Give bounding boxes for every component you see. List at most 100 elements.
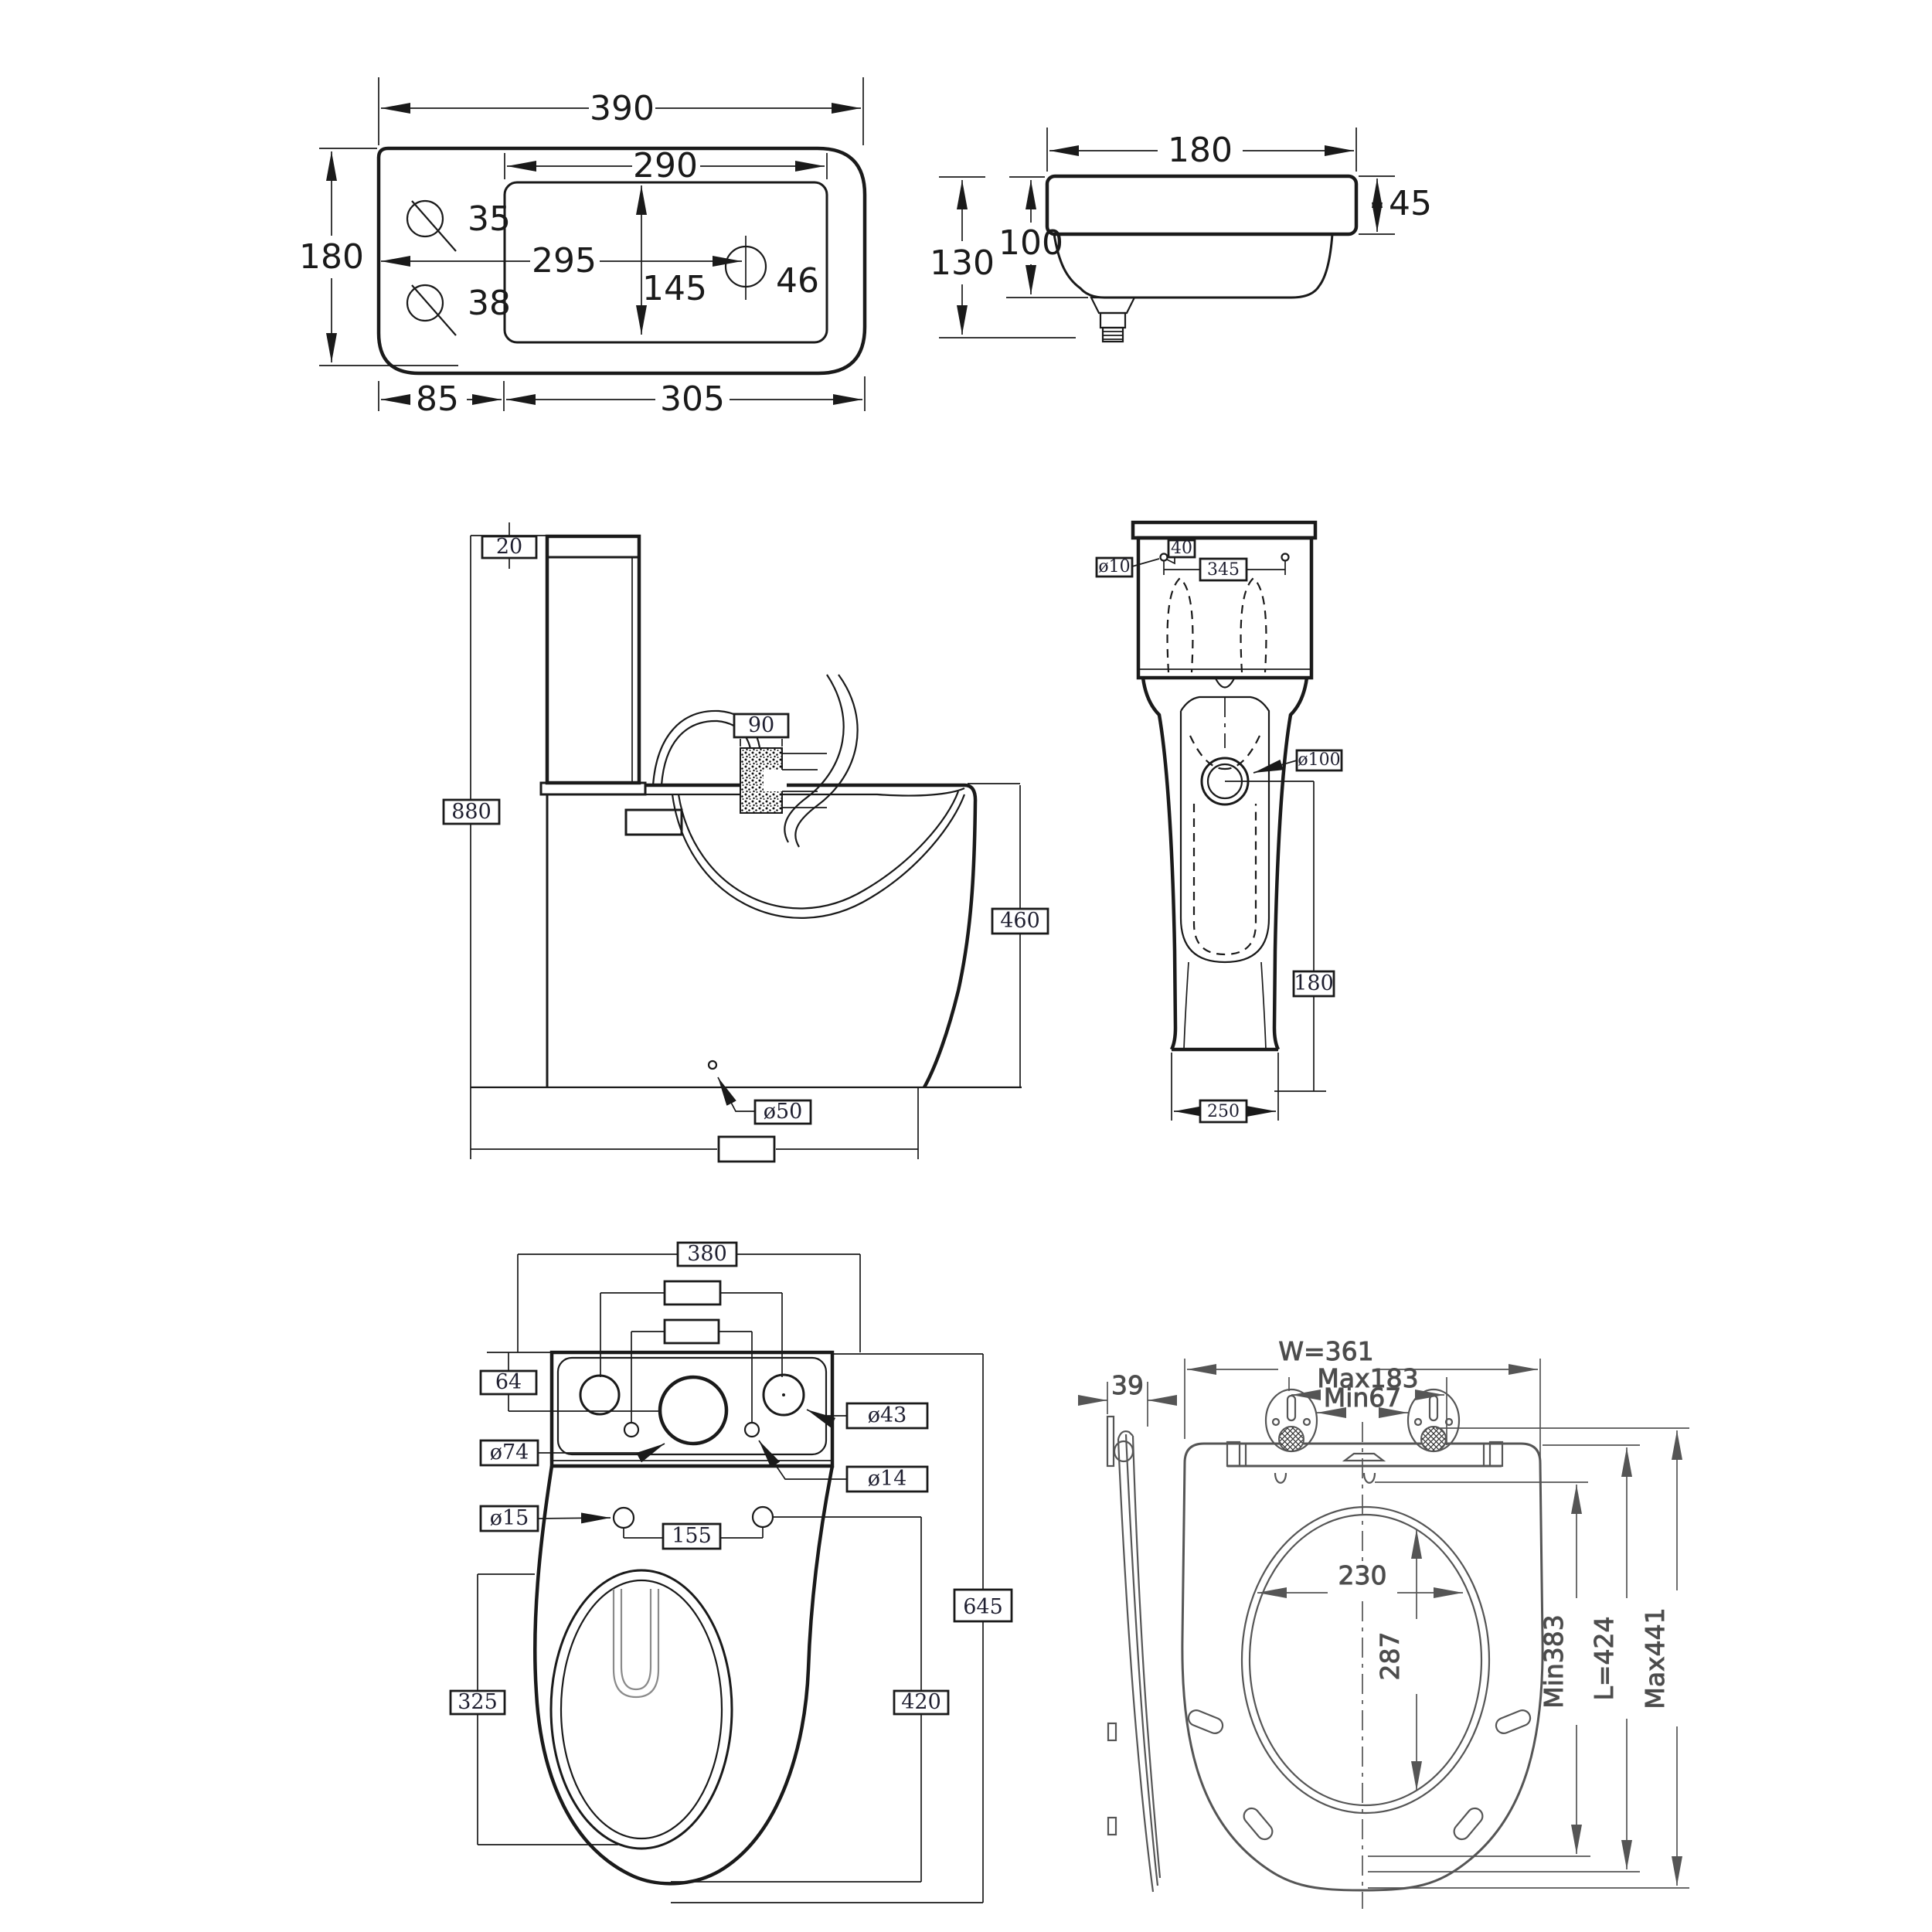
deck-hole-right xyxy=(762,1373,805,1417)
sink-rim-profile xyxy=(1045,174,1359,236)
dim-length: L=424 xyxy=(1589,1616,1619,1700)
deck-hole-small-left xyxy=(623,1421,640,1438)
label-box-90 xyxy=(733,713,790,739)
cistern-profile xyxy=(545,534,641,785)
dim-side-hole: ø43 xyxy=(868,1403,907,1427)
sink-side-view: 180 45 100 130 xyxy=(930,128,1432,343)
label-box-460 xyxy=(991,907,1049,935)
fixing-hole-left xyxy=(1159,553,1168,562)
dim-tank-width: 380 xyxy=(687,1242,727,1266)
dim-faucet-offset: 295 xyxy=(532,241,597,281)
dim-rim-height: 45 xyxy=(1389,184,1432,223)
deck-hole-center xyxy=(658,1375,729,1446)
seat-side-view: 39 xyxy=(1078,1370,1177,1893)
sink-bowl-profile xyxy=(1053,233,1334,299)
dim-outlet-diameter: ø50 xyxy=(764,1100,803,1124)
dim-basin-width: 290 xyxy=(633,146,698,185)
flush-jet xyxy=(612,1589,660,1699)
dim-bolt-hole: ø15 xyxy=(490,1506,529,1530)
hole-38-icon xyxy=(406,284,457,336)
dim-hole-offset: 40 xyxy=(1171,539,1192,558)
dim-hole-38: 38 xyxy=(468,284,511,323)
label-box-180 xyxy=(1292,970,1335,998)
pedestal-left xyxy=(1141,677,1178,1051)
toilet-side-view: 20 880 90 xyxy=(442,522,1049,1163)
dim-sink-depth: 180 xyxy=(299,237,364,277)
dim-total-length: 645 xyxy=(963,1595,1003,1619)
seat-opening-outer xyxy=(1240,1505,1491,1815)
dim-edge-offset: 85 xyxy=(416,379,459,419)
drain-fitting xyxy=(1090,296,1136,343)
label-box-empty-1 xyxy=(663,1280,722,1306)
bowl-rim-inner xyxy=(560,1579,723,1840)
cistern-body xyxy=(1136,536,1314,680)
dim-total-height: 130 xyxy=(930,243,995,283)
dim-bowl-length: 420 xyxy=(901,1690,941,1714)
dim-deck-offset: 64 xyxy=(495,1370,522,1394)
faucet-hole-icon xyxy=(724,236,767,300)
label-box-d15 xyxy=(479,1505,539,1532)
hinge-right xyxy=(1406,1388,1461,1453)
label-box-empty-2 xyxy=(663,1318,720,1345)
hole-35-icon xyxy=(406,199,457,252)
hinge-left xyxy=(1264,1388,1318,1453)
toilet-top-view: 380 64 ø74 ø43 xyxy=(449,1241,1013,1903)
dim-hole-spacing: 345 xyxy=(1207,560,1240,580)
cistern-lid xyxy=(1131,520,1318,540)
dim-faucet-hole: 46 xyxy=(776,261,819,301)
tank-outline xyxy=(549,1350,835,1468)
deck-hole-small-right xyxy=(743,1421,760,1438)
label-box-50 xyxy=(753,1099,812,1125)
label-box-880 xyxy=(442,798,501,825)
dim-total-height: 880 xyxy=(451,800,492,824)
bowl-rim-outer xyxy=(549,1569,733,1850)
label-box-250 xyxy=(1199,1099,1248,1124)
seat-views: 39 xyxy=(1078,1336,1689,1909)
fixing-hole-right xyxy=(1281,553,1290,562)
seat-opening-inner xyxy=(1248,1513,1483,1807)
label-box-empty-bottom xyxy=(717,1135,776,1163)
dim-length-min: Min383 xyxy=(1539,1614,1569,1709)
dim-bowl-left: 325 xyxy=(457,1690,498,1714)
label-box-325 xyxy=(449,1689,506,1716)
label-box-d10 xyxy=(1095,556,1134,578)
dim-wall-gap: 20 xyxy=(496,535,522,559)
tank-inner xyxy=(556,1356,828,1456)
dim-hole-diameter: ø10 xyxy=(1098,557,1130,577)
dim-seat-width: W=361 xyxy=(1278,1336,1373,1366)
dim-opening-length: 287 xyxy=(1375,1632,1405,1681)
dim-inlet-width: 90 xyxy=(748,713,774,737)
dim-hinge-min: Min67 xyxy=(1324,1383,1402,1413)
label-box-645 xyxy=(953,1588,1013,1623)
dim-basin-depth: 145 xyxy=(642,269,707,308)
dim-bolt-spacing: 155 xyxy=(672,1524,712,1548)
label-box-155 xyxy=(662,1522,722,1550)
label-box-40 xyxy=(1167,539,1196,559)
dim-small-hole: ø14 xyxy=(868,1467,907,1491)
seat-outline xyxy=(1181,1442,1544,1892)
label-box-64 xyxy=(479,1369,538,1396)
dim-base-width: 250 xyxy=(1207,1102,1240,1121)
dim-hole-35: 35 xyxy=(468,199,511,239)
pedestal-right xyxy=(1272,677,1309,1051)
dim-seat-thickness: 39 xyxy=(1111,1370,1144,1400)
dim-basin-offset: 305 xyxy=(660,379,725,419)
toilet-front-view: 40 ø10 345 ø100 xyxy=(1095,520,1343,1124)
dim-sink-width: 390 xyxy=(590,89,655,128)
label-box-20 xyxy=(481,535,538,560)
dim-seat-height: 460 xyxy=(1000,909,1040,933)
dim-length-max: Max441 xyxy=(1640,1607,1670,1709)
sink-outline xyxy=(376,146,867,376)
dim-outlet-height: 180 xyxy=(1294,971,1334,995)
bowl-outline xyxy=(533,1465,835,1886)
bolt-hole-left xyxy=(612,1506,635,1529)
dim-inner-height: 100 xyxy=(998,223,1063,263)
sink-top-view: 390 180 290 295 145 35 38 46 85 305 xyxy=(299,77,867,419)
deck-hole-left xyxy=(579,1374,621,1416)
label-box-380 xyxy=(676,1241,738,1267)
dim-outlet-diameter: ø100 xyxy=(1298,750,1340,770)
label-box-345 xyxy=(1199,557,1248,582)
seat-top-view: W=361 Max183 Min67 230 287 Min383 xyxy=(1181,1336,1689,1909)
dim-hinge-max: Max183 xyxy=(1317,1363,1418,1393)
